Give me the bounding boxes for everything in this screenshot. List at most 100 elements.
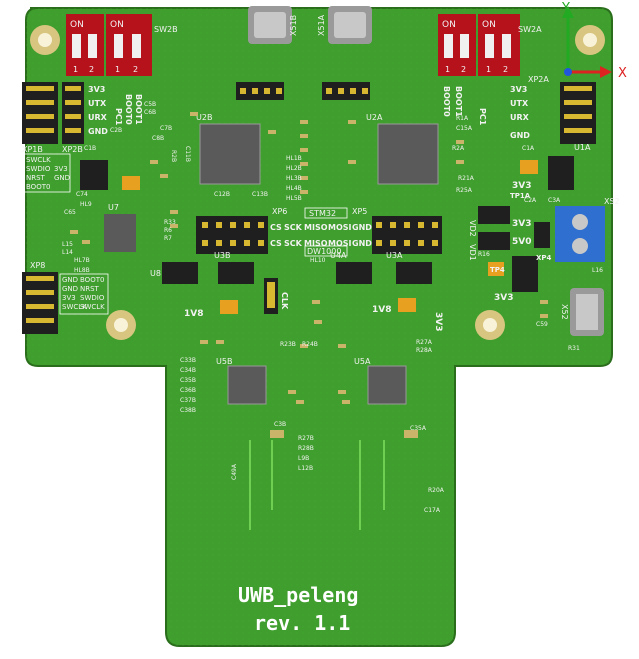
svg-text:U2B: U2B — [196, 113, 212, 122]
chip-u3b: U3B — [214, 251, 254, 284]
svg-text:MISO: MISO — [304, 223, 328, 232]
chip-u5a: U5A — [354, 357, 407, 405]
svg-text:C7B: C7B — [160, 125, 172, 132]
header-xp8: XP8 — [22, 261, 58, 334]
svg-text:U2A: U2A — [366, 113, 383, 122]
svg-text:L14: L14 — [62, 249, 73, 256]
antenna-traces — [249, 440, 385, 530]
svg-text:L16: L16 — [592, 267, 603, 274]
svg-text:R2B: R2B — [170, 150, 177, 162]
axis-y-label: Y — [561, 1, 570, 16]
label-1v8-left: 1V8 — [184, 309, 204, 319]
svg-text:TP4: TP4 — [490, 266, 505, 274]
svg-text:R2A: R2A — [452, 145, 465, 152]
svg-text:R6: R6 — [164, 227, 172, 234]
svg-text:2: 2 — [461, 65, 466, 74]
chip-u2b: U2B — [196, 113, 261, 185]
svg-text:R33: R33 — [164, 219, 176, 226]
svg-text:XP2A: XP2A — [528, 75, 549, 84]
usb-connector-left: X51B — [248, 6, 298, 44]
svg-text:C15A: C15A — [456, 125, 473, 132]
svg-text:BOOT0: BOOT0 — [26, 183, 50, 191]
svg-text:C34B: C34B — [180, 367, 196, 374]
svg-text:C74: C74 — [76, 191, 88, 198]
svg-text:C65: C65 — [64, 209, 76, 216]
svg-text:L15: L15 — [62, 241, 73, 248]
svg-text:3V3: 3V3 — [512, 181, 532, 191]
svg-text:BOOT1: BOOT1 — [134, 94, 143, 125]
svg-text:GND: GND — [510, 131, 530, 140]
dip-on-label: ON — [70, 20, 84, 30]
svg-text:XP4: XP4 — [536, 254, 552, 262]
svg-text:PC1: PC1 — [478, 108, 487, 126]
tantalum-caps — [122, 160, 538, 314]
svg-text:HL2B: HL2B — [286, 165, 302, 172]
svg-text:C3A: C3A — [548, 197, 561, 204]
xp2b-pin-labels: 3V3 UTX URX GND — [88, 85, 108, 136]
dip-switch-sw1a: ON 1 2 — [438, 14, 476, 76]
svg-text:NRST: NRST — [26, 174, 46, 182]
svg-text:C2A: C2A — [524, 197, 537, 204]
svg-text:C12B: C12B — [214, 191, 230, 198]
svg-text:R7: R7 — [164, 235, 172, 242]
mounting-hole-top-left — [30, 25, 60, 55]
svg-text:C37B: C37B — [180, 397, 196, 404]
svg-text:XP8: XP8 — [30, 261, 45, 270]
svg-text:R27B: R27B — [298, 435, 314, 442]
label-3v3-right: 3V3 — [433, 312, 443, 332]
passive-components — [70, 112, 548, 438]
svg-text:U5B: U5B — [216, 357, 232, 366]
svg-text:U5A: U5A — [354, 357, 371, 366]
svg-text:BOOT0: BOOT0 — [442, 86, 451, 117]
svg-text:HL7B: HL7B — [74, 257, 90, 264]
mounting-hole-top-right — [575, 25, 605, 55]
svg-text:U8: U8 — [150, 269, 161, 278]
svg-text:X52: X52 — [560, 304, 569, 320]
svg-text:VD1: VD1 — [468, 244, 477, 261]
svg-text:C49A: C49A — [231, 463, 238, 480]
svg-text:R24B: R24B — [302, 341, 318, 348]
svg-text:5V0: 5V0 — [512, 237, 532, 247]
svg-text:HL5B: HL5B — [286, 195, 302, 202]
xp2a-pin-labels: 3V3 UTX URX GND — [510, 85, 530, 140]
svg-text:U1A: U1A — [574, 143, 591, 152]
chip-u2a: U2A — [366, 113, 439, 185]
svg-text:U3B: U3B — [214, 251, 230, 260]
svg-text:L9B: L9B — [298, 455, 309, 462]
xp1b-label-block: SWCLK SWDIO NRST BOOT0 3V3 GND — [23, 153, 71, 193]
dip-switch-sw2b: ON 1 2 — [66, 14, 104, 76]
svg-text:R28B: R28B — [298, 445, 314, 452]
svg-text:R20A: R20A — [428, 487, 445, 494]
svg-text:MOSI: MOSI — [328, 223, 352, 232]
svg-text:1: 1 — [115, 65, 120, 74]
svg-text:SWCLK: SWCLK — [26, 156, 51, 164]
svg-text:UTX: UTX — [88, 99, 107, 108]
axis-indicator: Y X — [561, 1, 627, 81]
regulator-left — [80, 160, 108, 190]
svg-text:1: 1 — [445, 65, 450, 74]
svg-text:C36B: C36B — [180, 387, 196, 394]
svg-text:C8B: C8B — [152, 135, 164, 142]
svg-text:3V3: 3V3 — [494, 293, 514, 303]
side-labels-a: PC1 BOOT0 BOOT1 — [442, 86, 487, 126]
header-xp2a: XP2A — [528, 75, 596, 144]
svg-text:C3B: C3B — [274, 421, 286, 428]
sw2a-label: SW2A — [518, 25, 542, 34]
svg-text:XP1B: XP1B — [22, 145, 43, 154]
chip-u5b: U5B — [216, 357, 267, 405]
svg-text:SWCLK: SWCLK — [80, 303, 105, 311]
svg-text:C1B: C1B — [84, 145, 96, 152]
svg-text:URX: URX — [510, 113, 530, 122]
svg-text:GND: GND — [62, 276, 78, 284]
svg-text:R27A: R27A — [416, 339, 433, 346]
svg-text:L12B: L12B — [298, 465, 313, 472]
clk-jumper: CLK — [264, 278, 289, 314]
svg-text:U4A: U4A — [330, 251, 347, 260]
board-title: UWB_peleng — [238, 583, 358, 607]
svg-text:U7: U7 — [108, 203, 119, 212]
svg-text:GND: GND — [54, 174, 70, 182]
board-revision: rev. 1.1 — [254, 611, 350, 635]
chip-u7: U7 — [104, 203, 136, 252]
svg-text:STM32: STM32 — [309, 209, 336, 218]
